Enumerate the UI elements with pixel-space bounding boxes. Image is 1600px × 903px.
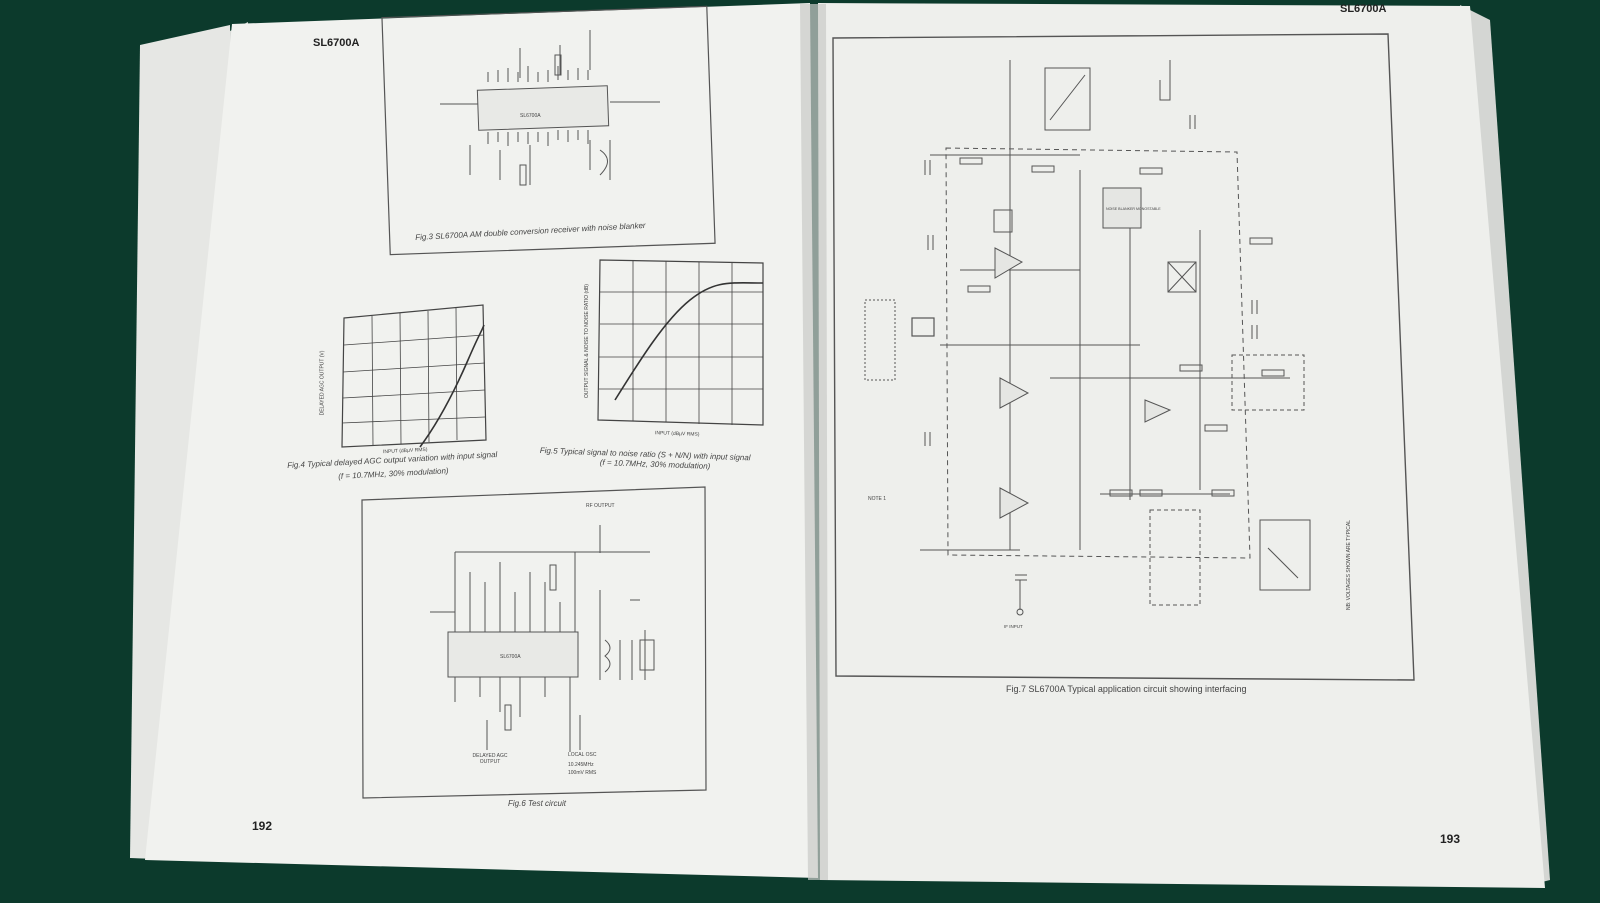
fig6-osc-level: 100mV RMS [568, 770, 597, 776]
fig5-ylabel: OUTPUT SIGNAL & NOISE TO NOISE RATIO (dB… [583, 284, 590, 398]
fig6-caption: Fig.6 Test circuit [508, 799, 566, 808]
fig7-noise-blanker-label: NOISE BLANKER MONOSTABLE [1106, 207, 1161, 211]
fig4-curve [419, 324, 485, 448]
fig7-schematic [832, 33, 1415, 681]
fig6-osc-freq: 10.245MHz [568, 762, 594, 768]
fig5-chart [597, 259, 764, 426]
fig3-schematic [381, 5, 716, 256]
fig3-ic-label: SL6700A [520, 113, 541, 119]
fig7-if-input-label: IF INPUT [1004, 624, 1023, 629]
right-page [818, 3, 1545, 888]
fig5-curve [614, 282, 764, 401]
fig7-caption: Fig.7 SL6700A Typical application circui… [1006, 684, 1247, 694]
left-page-header: SL6700A [313, 37, 360, 49]
fig4-chart [341, 304, 487, 448]
fig6-rf-output: RF OUTPUT [586, 503, 615, 509]
fig6-osc-label: LOCAL OSC [568, 752, 597, 758]
fig7-voltages-note: NB: VOLTAGES SHOWN ARE TYPICAL [1346, 520, 1352, 610]
fig6-ic-label: SL6700A [500, 654, 521, 660]
fig6-schematic [361, 486, 707, 799]
fig4-ylabel: DELAYED AGC OUTPUT (V) [319, 350, 326, 416]
fig6-agc-label: DELAYED AGC OUTPUT [472, 753, 508, 765]
right-page-number: 193 [1440, 832, 1461, 846]
left-page-number: 192 [252, 819, 273, 833]
fig7-note-label: NOTE 1 [868, 496, 886, 502]
right-page-header: SL6700A [1340, 3, 1387, 15]
